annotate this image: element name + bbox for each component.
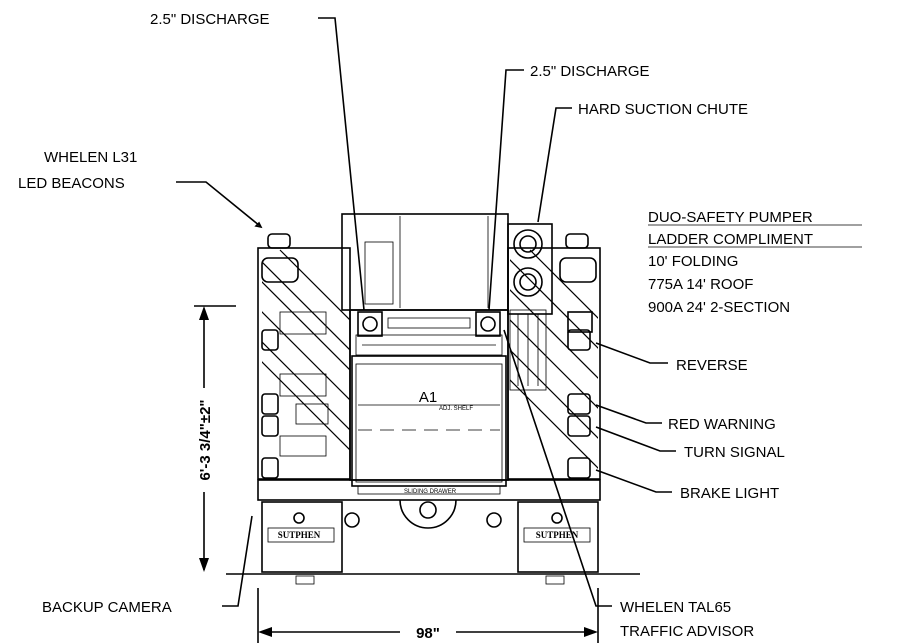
right-reverse-light (567, 329, 591, 351)
callout-discharge-left: 2.5" DISCHARGE (150, 11, 270, 28)
callout-turn-signal: TURN SIGNAL (684, 444, 785, 461)
left-red-warning-light (261, 393, 279, 415)
ladder-heading-2: LADDER COMPLIMENT (648, 231, 813, 248)
left-mudflap-brand: SUTPHEN (278, 530, 321, 540)
compartment-label: A1 (419, 389, 437, 406)
left-beacon-icon (267, 233, 291, 249)
left-reverse-light (261, 329, 279, 351)
callout-traffic-line2: TRAFFIC ADVISOR (620, 623, 754, 640)
width-dimension (257, 588, 599, 643)
right-turn-signal-light (567, 415, 591, 437)
leader-lines (176, 17, 676, 607)
rear-bumper (257, 479, 601, 501)
ladder-item: 775A 14' ROOF (648, 276, 753, 293)
ladder-item: 900A 24' 2-SECTION (648, 299, 790, 316)
height-dimension (194, 305, 236, 572)
ladder-item: 10' FOLDING (648, 253, 738, 270)
right-panel-hatching (510, 249, 598, 469)
right-discharge-fitting (475, 311, 501, 337)
right-beacon-icon (565, 233, 589, 249)
callout-red-warning: RED WARNING (668, 416, 776, 433)
hose-bed-box (341, 213, 509, 311)
height-dimension-label: 6'-3 3/4"±2" (197, 399, 214, 480)
callout-backup-camera: BACKUP CAMERA (42, 599, 172, 616)
left-panel-hatching (262, 249, 350, 451)
sliding-drawer (357, 485, 501, 495)
width-dimension-label: 98" (416, 625, 440, 642)
callout-hard-suction: HARD SUCTION CHUTE (578, 101, 748, 118)
left-discharge-fitting (357, 311, 383, 337)
hose-bed-insert (364, 241, 394, 305)
right-brake-light (567, 457, 591, 479)
right-mudflap-brand: SUTPHEN (536, 530, 579, 540)
right-mudflap-logo-icon (551, 512, 563, 524)
drawer-label: SLIDING DRAWER (404, 489, 457, 495)
callout-brake-light: BRAKE LIGHT (680, 485, 779, 502)
ladder-heading-1: DUO-SAFETY PUMPER (648, 209, 813, 226)
left-upper-light (261, 257, 299, 283)
upper-valve (513, 229, 543, 259)
left-mudflap (261, 501, 343, 573)
callout-beacons-line2: LED BEACONS (18, 175, 125, 192)
left-brake-light (261, 457, 279, 479)
lower-valve (513, 267, 543, 297)
right-red-warning-light (567, 393, 591, 415)
compartment-door-frame (351, 355, 507, 487)
right-upper-light (559, 257, 597, 283)
right-mudflap (517, 501, 599, 573)
truck-body (226, 213, 640, 585)
callout-reverse: REVERSE (676, 357, 748, 374)
hose-rack (355, 334, 503, 356)
ladder-compliment-block: DUO-SAFETY PUMPER LADDER COMPLIMENT 10' … (648, 209, 862, 316)
left-mudflap-logo-icon (293, 512, 305, 524)
callout-beacons-line1: WHELEN L31 (44, 149, 137, 166)
shelf-label: ADJ. SHELF (439, 406, 473, 412)
left-turn-signal-light (261, 415, 279, 437)
compartment-interior (355, 363, 503, 483)
callout-traffic-line1: WHELEN TAL65 (620, 599, 731, 616)
callout-discharge-right: 2.5" DISCHARGE (530, 63, 650, 80)
backup-camera-icon (419, 501, 437, 519)
tow-hitch (399, 499, 457, 529)
hard-suction-chute (507, 223, 553, 315)
